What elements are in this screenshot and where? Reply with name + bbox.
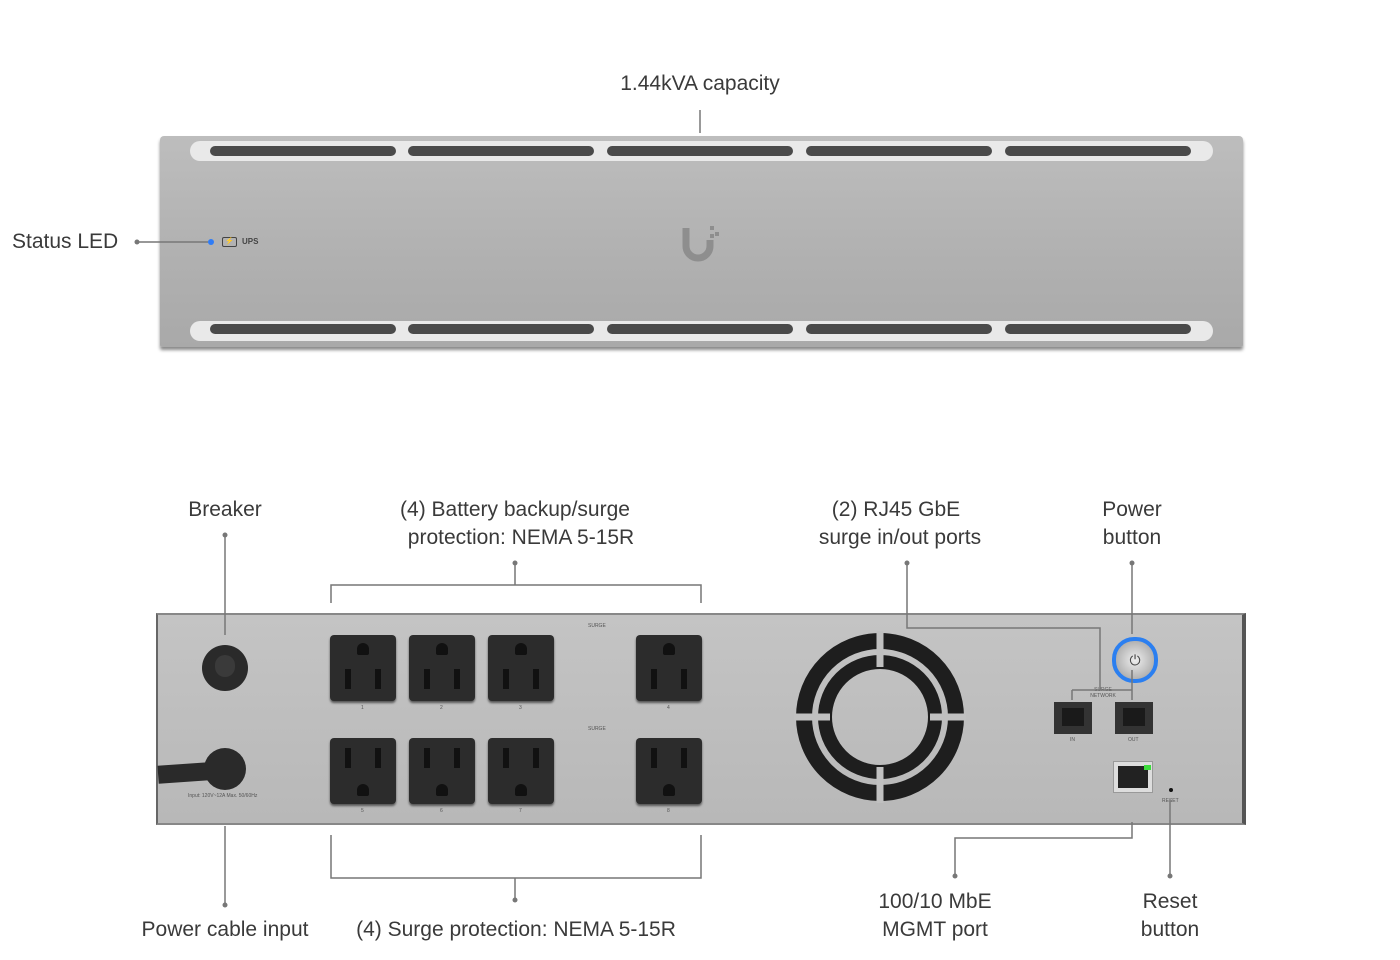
callout-line-1: 100/10 MbE — [878, 890, 992, 913]
surge-network-label: SURGE NETWORK — [1090, 687, 1116, 699]
outlet-number: 8 — [667, 808, 670, 814]
callout-line-2: button — [1102, 526, 1162, 549]
surge-label: SURGE — [588, 726, 606, 732]
status-led — [208, 239, 214, 245]
capacity-callout: 1.44kVA capacity — [620, 72, 780, 95]
outlet-number: 3 — [519, 705, 522, 711]
outlet-8 — [636, 738, 702, 804]
battery-icon: ⚡ — [222, 237, 237, 247]
breaker-callout: Breaker — [188, 498, 262, 521]
outlet-number: 6 — [440, 808, 443, 814]
outlet-number: 1 — [361, 705, 364, 711]
reset-label: RESET — [1162, 798, 1179, 804]
breaker[interactable] — [202, 645, 248, 691]
power-button-callout: Power button — [1072, 496, 1192, 552]
rj45-callout: (2) RJ45 GbE surge in/out ports — [780, 496, 1020, 552]
input-rating: Input: 120V~12A Max. 50/60Hz — [188, 793, 258, 799]
outlet-1 — [330, 635, 396, 701]
callout-line-1: (2) RJ45 GbE — [831, 498, 961, 521]
callout-line-1: Power — [1102, 498, 1162, 521]
power-icon: ⏻ — [1129, 652, 1141, 668]
port-out-label: OUT — [1128, 737, 1139, 743]
fan-grille — [794, 631, 966, 803]
callout-line-2: MGMT port — [882, 918, 988, 941]
mgmt-port[interactable] — [1113, 761, 1153, 793]
surge-battery-label: SURGE — [588, 623, 606, 629]
port-in-label: IN — [1070, 737, 1075, 743]
callout-line-2: button — [1140, 918, 1200, 941]
outlet-2 — [409, 635, 475, 701]
outlet-4 — [636, 635, 702, 701]
ups-badge: UPS — [242, 237, 259, 246]
status-led-callout: Status LED — [12, 230, 119, 253]
outlet-3 — [488, 635, 554, 701]
power-cable-callout: Power cable input — [141, 918, 309, 941]
ups-rear-panel: Input: 120V~12A Max. 50/60Hz SURGE SURGE… — [156, 613, 1246, 825]
reset-callout: Reset button — [1110, 888, 1230, 944]
ubiquiti-logo — [682, 226, 719, 262]
callout-line-1: (4) Battery backup/surge — [400, 498, 630, 521]
callout-line-2: protection: NEMA 5-15R — [407, 526, 635, 549]
top-vent-bar — [190, 141, 1213, 161]
outlet-number: 7 — [519, 808, 522, 814]
outlet-6 — [409, 738, 475, 804]
bottom-vent-bar — [190, 321, 1213, 341]
ups-front-panel: ⚡ UPS — [160, 136, 1243, 347]
outlet-5 — [330, 738, 396, 804]
outlet-number: 2 — [440, 705, 443, 711]
callout-line-1: Reset — [1142, 890, 1198, 913]
callout-line-2: surge in/out ports — [818, 526, 982, 549]
reset-button[interactable] — [1169, 788, 1173, 792]
mgmt-port-callout: 100/10 MbE MGMT port — [840, 888, 1030, 944]
rj45-in-port[interactable] — [1054, 702, 1092, 734]
battery-outlets-callout: (4) Battery backup/surge protection: NEMA… — [365, 496, 665, 552]
outlet-number: 4 — [667, 705, 670, 711]
link-led — [1144, 765, 1151, 770]
outlet-7 — [488, 738, 554, 804]
rj45-out-port[interactable] — [1115, 702, 1153, 734]
power-button[interactable]: ⏻ — [1112, 637, 1158, 683]
surge-outlets-callout: (4) Surge protection: NEMA 5-15R — [356, 918, 676, 941]
outlet-number: 5 — [361, 808, 364, 814]
